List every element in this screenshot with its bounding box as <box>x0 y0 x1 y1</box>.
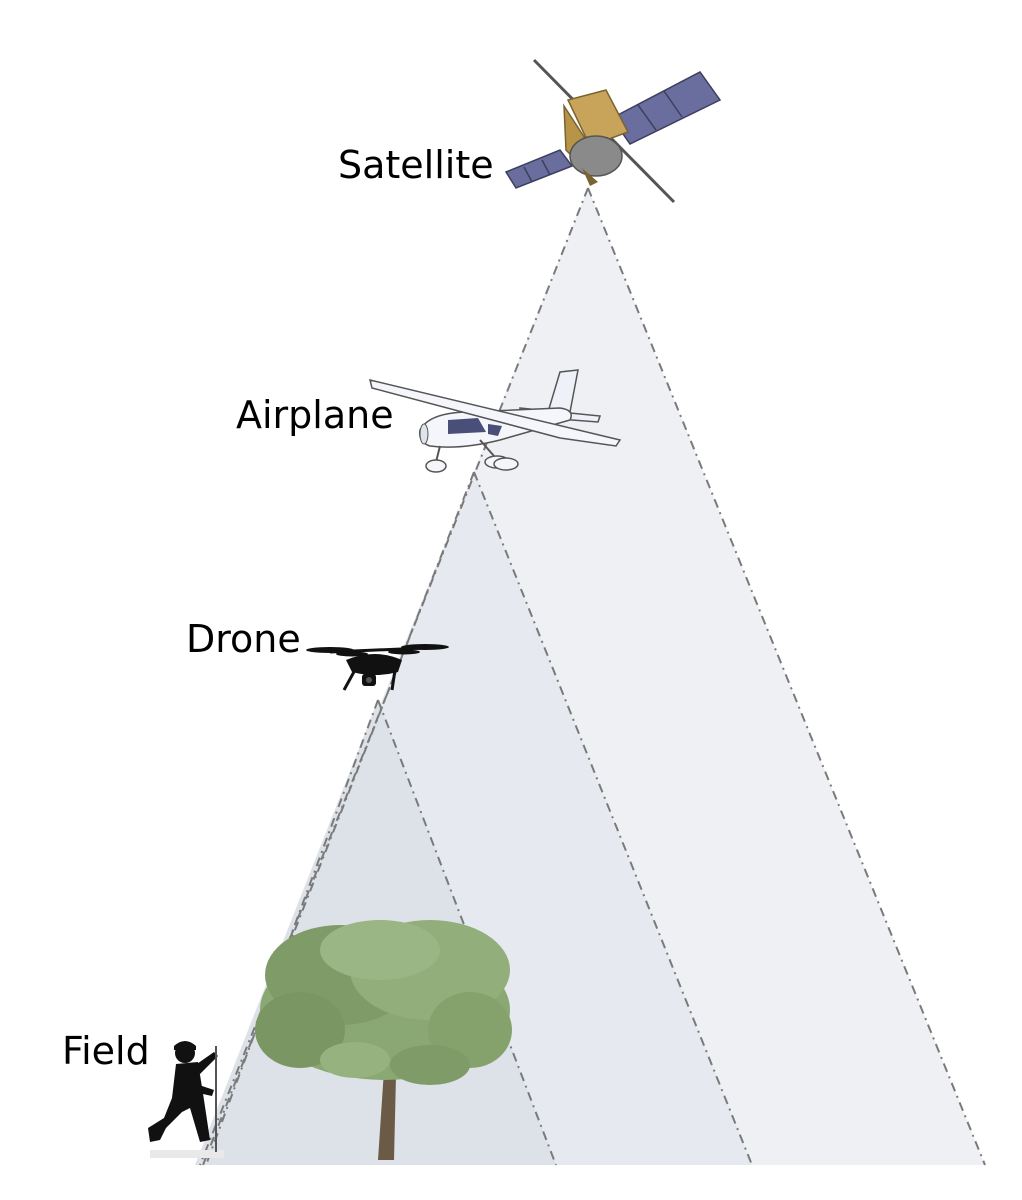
drone-cone-left-edge <box>205 699 379 1166</box>
tree-icon <box>255 920 512 1160</box>
airplane-cone-left-edge <box>202 471 475 1166</box>
label-satellite: Satellite <box>338 143 494 187</box>
satellite-cone-right-edge <box>587 187 986 1166</box>
drone-icon <box>306 644 449 691</box>
drone-cone-right-edge <box>377 699 557 1166</box>
label-drone: Drone <box>186 617 301 661</box>
label-field: Field <box>62 1029 150 1073</box>
person-kneeling-icon <box>148 1041 224 1158</box>
satellite-icon <box>504 58 722 204</box>
label-airplane: Airplane <box>236 393 394 437</box>
airplane-icon <box>368 369 622 473</box>
